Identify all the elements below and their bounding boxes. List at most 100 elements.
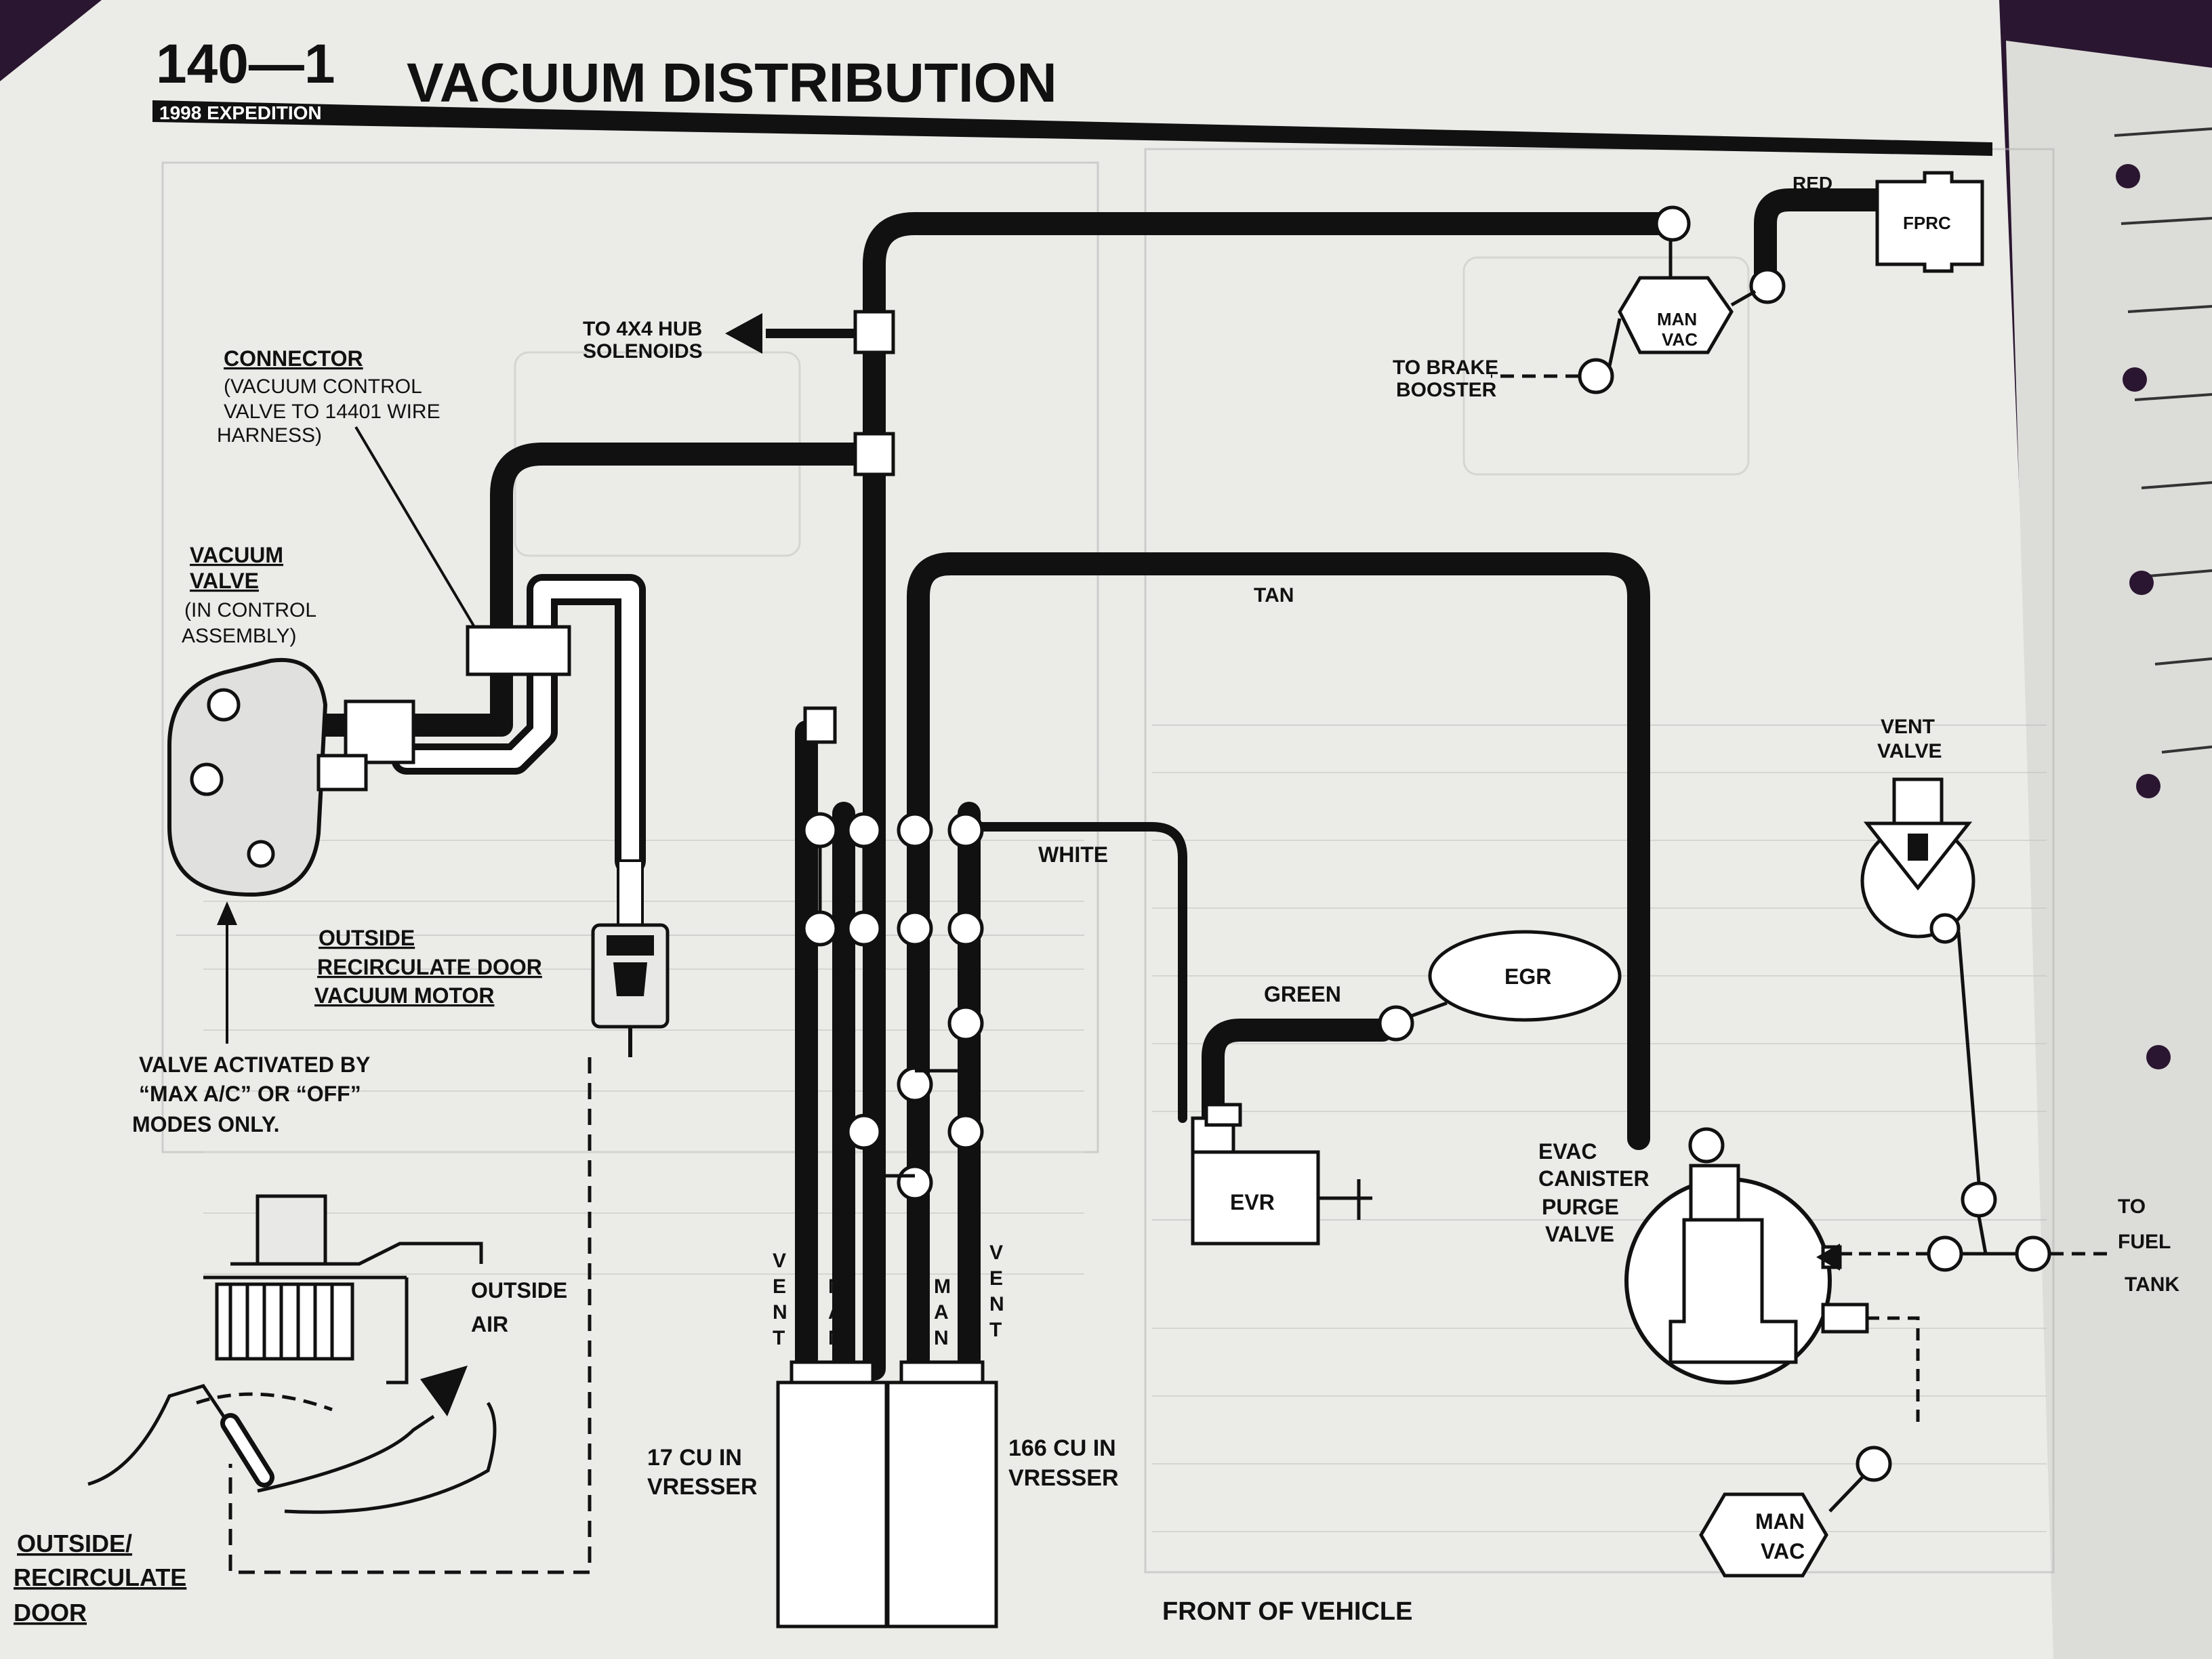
man-right-n: N [934,1327,949,1349]
outside-air-assembly [87,1194,497,1514]
reservoirs [776,706,998,1629]
fuel-tank-2: FUEL [2118,1231,2171,1253]
recirc-door-1: OUTSIDE/ [17,1530,132,1557]
hose-white [961,822,1187,1374]
hose-vacuum-valve [395,443,872,737]
egr-evr [1191,930,1622,1246]
vent-left-v: V [773,1250,786,1272]
vent-valve [1860,777,1988,1254]
hose-main-supply [863,212,1679,1380]
header-bar [152,100,1992,156]
man-left-m: M [828,1275,845,1298]
vent-left-e: E [773,1275,786,1298]
vent-right-e: E [989,1267,1003,1290]
recirc-motor-3: VACUUM MOTOR [314,983,494,1008]
coupler-links [818,847,968,1178]
vent-valve-1: VENT [1881,716,1935,738]
valve-activated-2: “MAX A/C” OR “OFF” [139,1082,361,1106]
fuel-tank-1: TO [2118,1195,2146,1218]
recirc-vacuum-motor [591,859,670,1057]
valve-activated-3: MODES ONLY. [132,1112,280,1136]
hub-solenoids-1: TO 4X4 HUB [583,318,702,340]
connector-desc-1: (VACUUM CONTROL [224,375,422,398]
vacuum-valve-title-2: VALVE [190,569,259,593]
man-vac-top-2: VAC [1662,329,1698,350]
man-left-a: A [828,1301,843,1324]
resser-166-1: 166 CU IN [1008,1435,1116,1461]
vehicle-label: 1998 EXPEDITION [159,102,322,123]
canister-purge-valve [1624,1164,2108,1578]
hose-green [1202,1019,1394,1143]
man-vac-bottom-1: MAN [1755,1509,1805,1534]
vent-right-t: T [989,1319,1002,1341]
resser-166-2: VRESSER [1008,1465,1119,1491]
recirc-door-3: DOOR [14,1599,87,1626]
valve-activated-1: VALVE ACTIVATED BY [139,1052,370,1077]
red-label: RED [1793,173,1832,194]
arrow-valve-activated [217,901,237,1044]
door-linkage [228,1057,592,1574]
arrow-to-hub [725,313,762,354]
egr-valve [1428,930,1622,1022]
connector-leader [354,426,476,628]
man-right-a: A [934,1301,949,1324]
man-vac-bottom [1699,1492,1828,1578]
tan-label: TAN [1254,584,1294,607]
evr-label: EVR [1230,1190,1275,1214]
green-label: GREEN [1264,982,1341,1006]
recirc-motor-1: OUTSIDE [319,926,415,950]
hub-solenoids-2: SOLENOIDS [583,340,703,363]
vent-right-n: N [989,1293,1004,1315]
vent-left-n: N [773,1301,787,1324]
vent-valve-2: VALVE [1877,740,1942,762]
connector-title: CONNECTOR [224,346,363,371]
evac-2: CANISTER [1538,1166,1650,1191]
brake-booster-2: BOOSTER [1396,379,1497,401]
resser-17-1: 17 CU IN [647,1445,742,1471]
egr-label: EGR [1504,964,1551,989]
connector-desc-3: HARNESS) [217,424,322,447]
man-left-n: N [828,1327,843,1349]
brake-booster-1: TO BRAKE [1393,356,1498,379]
vent-right-v: V [989,1242,1003,1264]
vacuum-valve-desc-1: (IN CONTROL [184,599,316,621]
reservoir-166 [886,1380,998,1629]
hose-couplers [802,205,2051,1482]
page-title: VACUUM DISTRIBUTION [407,52,1057,114]
vacuum-hoses [239,188,1889,1380]
hose-tan [907,552,1650,1380]
section-number: 140—1 [156,33,335,95]
recirc-motor-2: RECIRCULATE DOOR [317,955,542,979]
outside-air-1: OUTSIDE [471,1278,567,1303]
man-right-m: M [934,1275,951,1298]
outside-air-2: AIR [471,1312,508,1336]
front-of-vehicle: FRONT OF VEHICLE [1162,1597,1412,1626]
evac-1: EVAC [1538,1139,1597,1164]
page-ruled-lines [2114,127,2212,754]
binder-holes [2116,164,2171,1069]
reservoir-17 [776,1380,888,1629]
air-flow-arrow [420,1366,468,1416]
evac-3: PURGE [1542,1195,1619,1219]
recirc-door-2: RECIRCULATE [14,1563,186,1591]
white-label: WHITE [1038,842,1108,867]
vacuum-valve-title-1: VACUUM [190,543,283,567]
labels: CONNECTOR (VACUUM CONTROL VALVE TO 14401… [14,173,2179,1626]
hose-red [1754,188,1889,296]
fprc-assembly [1491,171,1984,378]
vacuum-valve-desc-2: ASSEMBLY) [182,625,297,647]
man-vac-bottom-2: VAC [1761,1539,1805,1563]
connector-desc-2: VALVE TO 14401 WIRE [224,401,441,423]
fuel-tank-3: TANK [2125,1273,2179,1296]
man-vac-top-1: MAN [1657,309,1697,329]
resser-17-2: VRESSER [647,1474,758,1500]
vent-left-t: T [773,1327,785,1349]
vacuum-valve [167,625,571,897]
man-vac-top [1618,276,1734,354]
evac-4: VALVE [1545,1222,1614,1246]
tee-hub-connector [725,310,895,476]
fprc-label: FPRC [1903,213,1951,233]
vent-cap [803,706,837,744]
